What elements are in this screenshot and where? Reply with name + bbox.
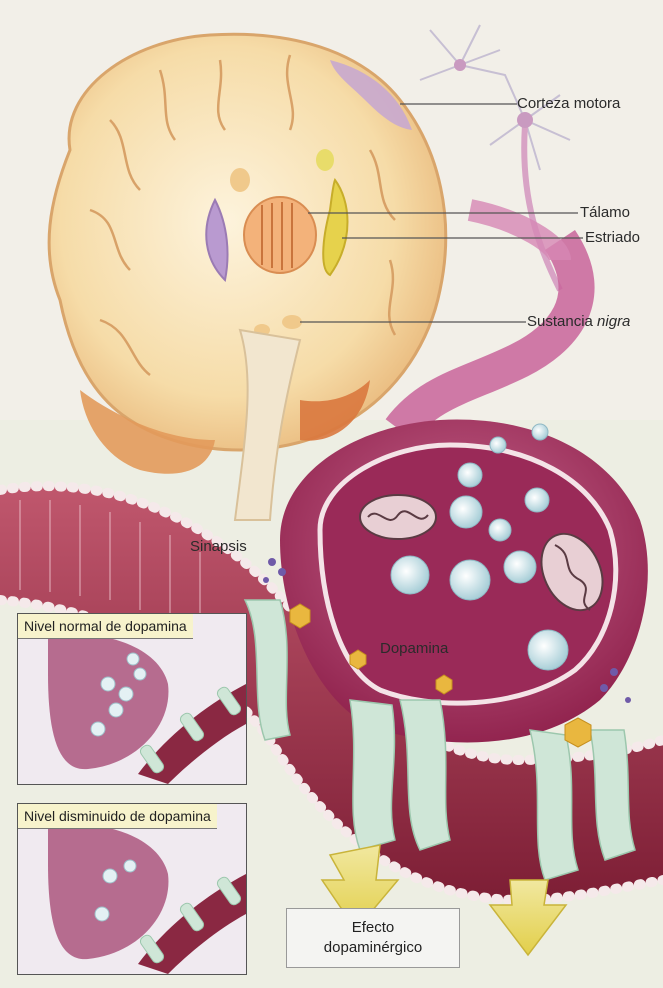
inset-reduced-title: Nivel disminuido de dopamina	[18, 804, 217, 829]
inset-normal-art	[18, 614, 246, 784]
label-sinapsis: Sinapsis	[190, 538, 247, 555]
label-talamo: Tálamo	[580, 204, 630, 221]
inset-reduced-dopamine: Nivel disminuido de dopamina	[17, 803, 247, 975]
label-corteza-motora: Corteza motora	[517, 95, 620, 112]
label-dopamina: Dopamina	[380, 640, 448, 657]
label-sustancia-nigra: Sustancia nigra	[527, 313, 630, 330]
inset-normal-dopamine: Nivel normal de dopamina	[17, 613, 247, 785]
label-estriado: Estriado	[585, 229, 640, 246]
inset-reduced-art	[18, 804, 246, 974]
presynaptic-terminal	[280, 420, 648, 743]
effect-line-2: dopaminérgico	[287, 938, 459, 958]
inset-normal-title: Nivel normal de dopamina	[18, 614, 193, 639]
effect-label-box: Efecto dopaminérgico	[286, 908, 460, 968]
effect-line-1: Efecto	[287, 918, 459, 938]
